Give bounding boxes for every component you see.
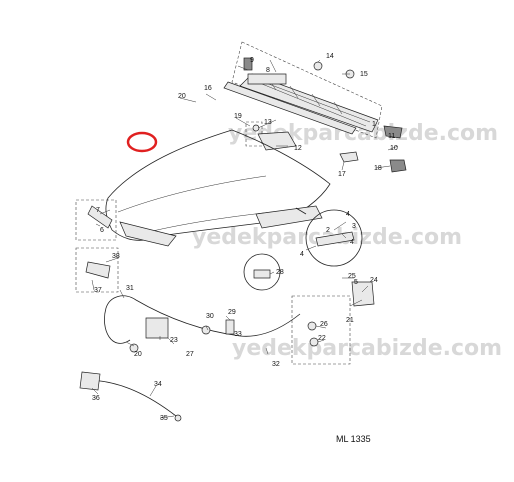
secondary-cable-clip: [174, 414, 182, 422]
callout-4c: 4: [300, 251, 304, 258]
callout-17: 17: [338, 171, 346, 178]
callout-20b: 20: [134, 351, 142, 358]
callout-22: 22: [318, 335, 326, 342]
callout-10: 10: [390, 145, 398, 152]
cowl-end-cap: [383, 125, 403, 139]
callout-leaders: [91, 59, 399, 419]
callout-12: 12: [294, 145, 302, 152]
callout-1: 1: [372, 121, 376, 128]
callout-20a: 20: [178, 93, 186, 100]
callout-32: 32: [272, 361, 280, 368]
latch-boundary: [291, 295, 351, 365]
callout-4b: 4: [346, 211, 350, 218]
callout-21: 21: [346, 317, 354, 324]
cowl-seal: [223, 81, 357, 135]
cowl-screw: [313, 61, 323, 71]
detail-bracket: [315, 231, 355, 247]
callout-24: 24: [370, 277, 378, 284]
latch-grommet: [309, 337, 319, 347]
watermark-bottom: yedekparcabizde.com: [232, 336, 502, 361]
callout-13: 13: [264, 119, 272, 126]
callout-29: 29: [228, 309, 236, 316]
highlight-ring: [126, 131, 158, 153]
hinge-left: [87, 205, 113, 229]
callout-19: 19: [234, 113, 242, 120]
callout-5: 5: [354, 279, 358, 286]
callout-28: 28: [276, 269, 284, 276]
hood-stay-boundary: [245, 121, 263, 147]
callout-25: 25: [348, 273, 356, 280]
callout-31: 31: [126, 285, 134, 292]
buffer: [201, 325, 211, 335]
washer-clip: [389, 159, 407, 173]
cowl-panel-boundary: [231, 41, 383, 139]
hood-crease: [117, 175, 267, 213]
cowl-bracket: [247, 73, 287, 85]
latch-clip: [307, 321, 317, 331]
callout-33: 33: [234, 331, 242, 338]
hood-lock: [145, 317, 169, 339]
release-handle-boundary: [75, 247, 119, 293]
bump-stop: [253, 269, 271, 279]
detail-leader: [295, 207, 307, 215]
callout-8: 8: [266, 67, 270, 74]
diagram-code-label: ML 1335: [336, 434, 371, 444]
callout-14: 14: [326, 53, 334, 60]
callout-11: 11: [388, 133, 395, 140]
hood-stay-bolt: [252, 124, 260, 132]
lock-clip: [129, 343, 139, 353]
cowl-insulator-clip: [339, 151, 359, 163]
callout-36: 36: [92, 395, 100, 402]
release-handle: [85, 261, 111, 279]
callout-16: 16: [204, 85, 212, 92]
callout-6: 6: [100, 227, 104, 234]
callout-4a: 4: [350, 239, 354, 246]
hood-front-grille: [119, 221, 177, 247]
callout-27: 27: [186, 351, 194, 358]
callout-37: 37: [94, 287, 102, 294]
callout-9: 9: [250, 57, 254, 64]
callout-15: 15: [360, 71, 368, 78]
secondary-handle: [79, 371, 101, 391]
callout-18: 18: [374, 165, 382, 172]
callout-30: 30: [206, 313, 214, 320]
callout-38: 38: [112, 253, 120, 260]
release-cable-end: [104, 307, 131, 344]
callout-34: 34: [154, 381, 162, 388]
hinge-left-boundary: [75, 199, 117, 241]
callout-35: 35: [160, 415, 168, 422]
callout-26: 26: [320, 321, 328, 328]
callout-2: 2: [326, 227, 330, 234]
release-cable: [105, 295, 301, 337]
callout-7: 7: [96, 207, 100, 214]
detail-circle-bottom: [243, 253, 281, 291]
lock-pin: [225, 319, 235, 335]
hood-insulation: [255, 205, 323, 229]
callout-23: 23: [170, 337, 178, 344]
latch-striker: [351, 281, 375, 307]
detail-circle-right: [305, 209, 363, 267]
callout-3: 3: [352, 223, 356, 230]
